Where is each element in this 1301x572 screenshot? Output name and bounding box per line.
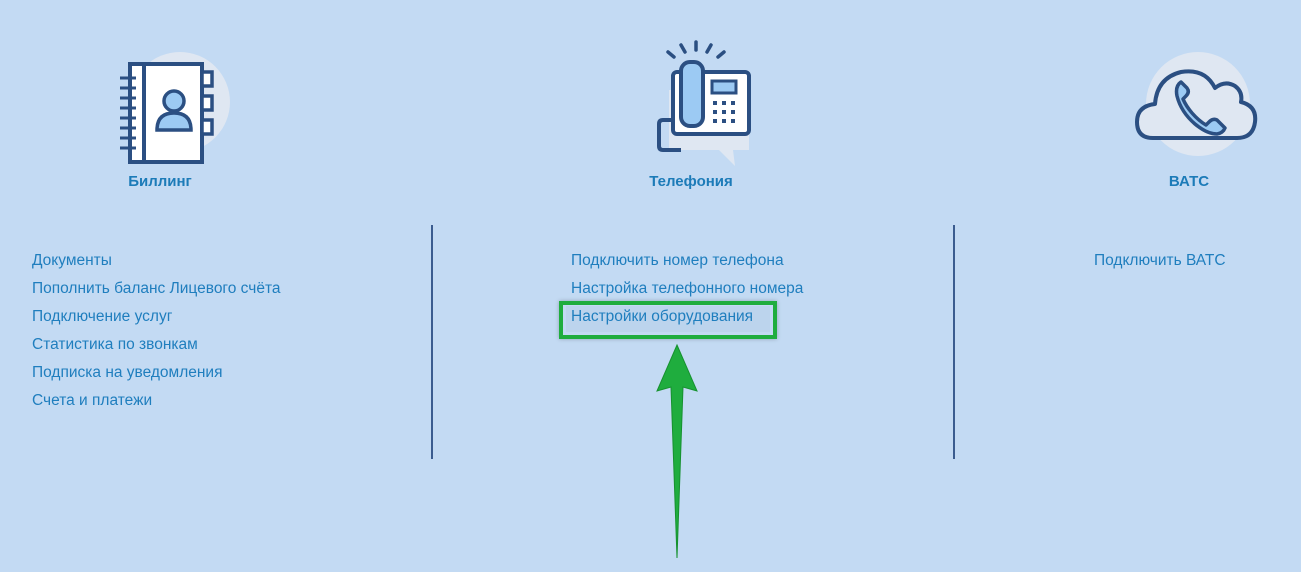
list-item: Счета и платежи [32, 390, 281, 418]
desk-phone-icon [657, 40, 751, 166]
category-billing[interactable]: Биллинг [30, 40, 290, 190]
link-top-up-balance[interactable]: Пополнить баланс Лицевого счёта [32, 280, 281, 297]
link-invoices-payments[interactable]: Счета и платежи [32, 392, 153, 409]
address-book-icon [120, 52, 230, 164]
category-title-telephony: Телефония [649, 173, 733, 190]
column-divider [953, 225, 955, 459]
link-connect-phone-number[interactable]: Подключить номер телефона [571, 252, 784, 269]
link-connect-vats[interactable]: Подключить ВАТС [1094, 252, 1226, 269]
vats-links-list: Подключить ВАТС [1094, 250, 1226, 278]
link-equipment-settings[interactable]: Настройки оборудования [571, 308, 754, 325]
link-notification-subscription[interactable]: Подписка на уведомления [32, 364, 223, 381]
list-item: Статистика по звонкам [32, 334, 281, 362]
category-vats[interactable]: ВАТС [1059, 40, 1301, 190]
list-item: Настройки оборудования [571, 306, 803, 334]
column-divider [431, 225, 433, 459]
list-item: Документы [32, 250, 281, 278]
link-call-statistics[interactable]: Статистика по звонкам [32, 336, 198, 353]
list-item: Подключить ВАТС [1094, 250, 1226, 278]
cloud-phone-icon [1135, 52, 1258, 156]
category-title-vats: ВАТС [1168, 173, 1210, 190]
category-telephony[interactable]: Телефония [561, 40, 821, 190]
list-item: Подключение услуг [32, 306, 281, 334]
list-item: Подписка на уведомления [32, 362, 281, 390]
category-title-billing: Биллинг [128, 173, 192, 190]
arrow-up-icon [656, 343, 698, 559]
link-connect-services[interactable]: Подключение услуг [32, 308, 173, 325]
list-item: Подключить номер телефона [571, 250, 803, 278]
telephony-links-list: Подключить номер телефона Настройка теле… [571, 250, 803, 334]
link-documents[interactable]: Документы [32, 252, 112, 269]
billing-links-list: Документы Пополнить баланс Лицевого счёт… [32, 250, 281, 418]
link-phone-number-settings[interactable]: Настройка телефонного номера [571, 280, 804, 297]
list-item: Пополнить баланс Лицевого счёта [32, 278, 281, 306]
list-item: Настройка телефонного номера [571, 278, 803, 306]
